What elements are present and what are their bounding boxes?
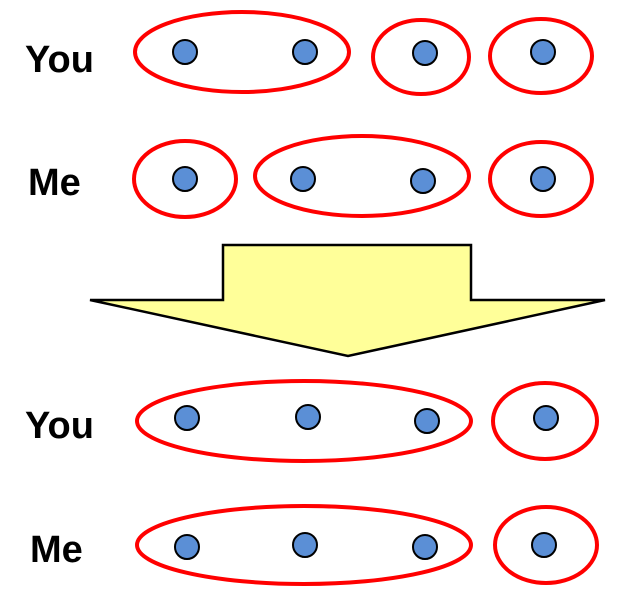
dot (292, 532, 318, 558)
dot (412, 534, 438, 560)
dot (410, 168, 436, 194)
group-ellipse (253, 134, 471, 218)
group-ellipse (493, 505, 599, 585)
dot (295, 404, 321, 430)
row-label-you-before: You (25, 39, 94, 81)
row-label-me-before: Me (28, 162, 81, 204)
dot (174, 534, 200, 560)
group-ellipse (488, 17, 594, 95)
group-ellipse (135, 504, 473, 586)
dot (172, 166, 198, 192)
row-label-me-after: Me (30, 529, 83, 571)
group-ellipse (133, 10, 351, 94)
dot (530, 166, 556, 192)
group-ellipse (371, 18, 471, 96)
dot (174, 405, 200, 431)
dot (172, 39, 198, 65)
group-ellipse (135, 379, 473, 463)
dot (292, 39, 318, 65)
dot (414, 408, 440, 434)
group-ellipse (132, 139, 238, 219)
group-ellipse (491, 381, 599, 461)
dot (412, 40, 438, 66)
row-label-you-after: You (25, 405, 94, 447)
dot (530, 39, 556, 65)
down-arrow-icon (89, 243, 606, 358)
dot (533, 405, 559, 431)
dot (531, 532, 557, 558)
group-ellipse (488, 140, 594, 218)
dot (290, 166, 316, 192)
